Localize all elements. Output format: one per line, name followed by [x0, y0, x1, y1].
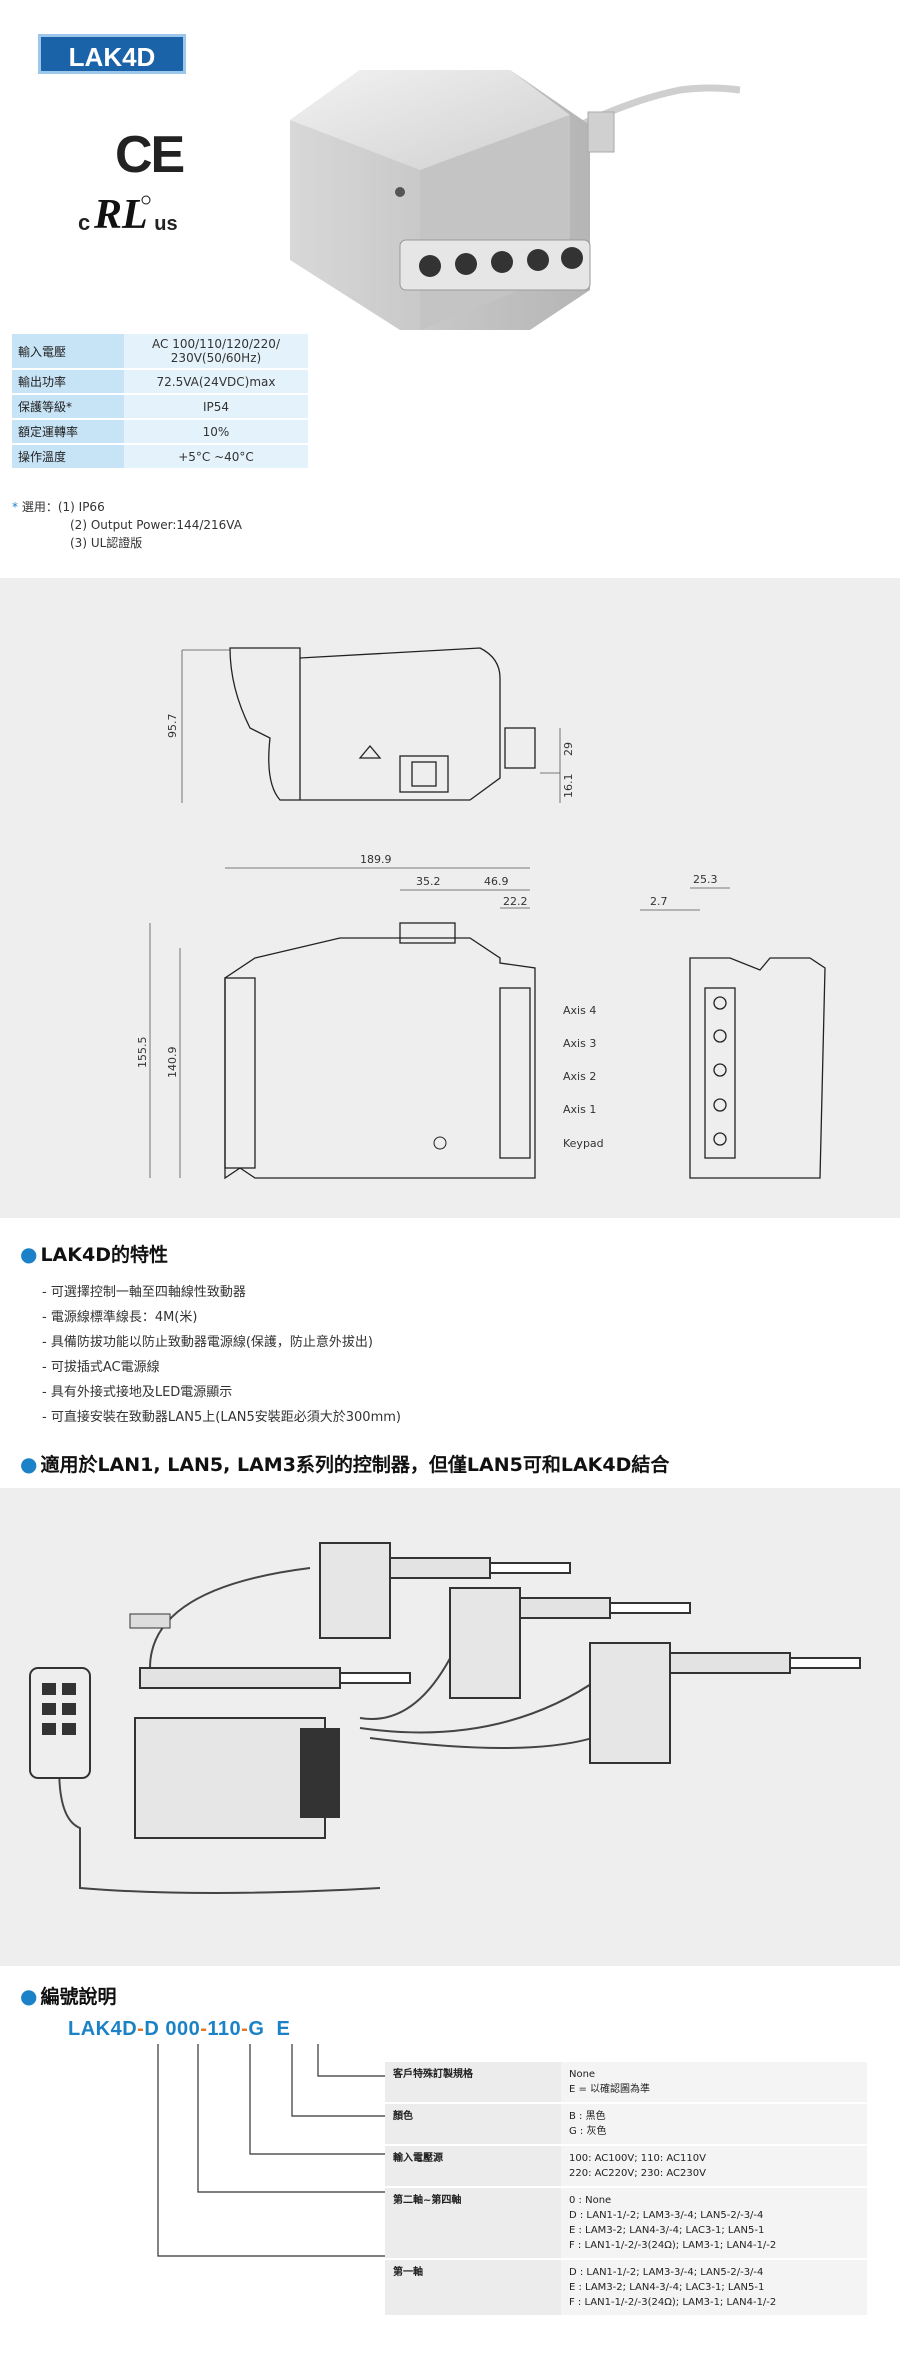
port-label: Axis 1	[563, 1103, 596, 1116]
option-item: (3) UL認證版	[70, 536, 143, 550]
ul-c-label: c	[78, 210, 91, 235]
spec-label: 操作溫度	[12, 444, 124, 470]
port-label: Axis 3	[563, 1037, 596, 1050]
ordering-value: B : 黑色 G : 灰色	[561, 2103, 867, 2146]
port-label: Axis 4	[563, 1004, 596, 1017]
ul-us-label: us	[154, 213, 178, 235]
features-list: - 可選擇控制一軸至四軸線性致動器 - 電源線標準線長：4M(米) - 具備防拔…	[42, 1280, 401, 1430]
ul-logo-icon: RL	[93, 192, 151, 238]
spec-value: 10%	[124, 419, 308, 445]
ordering-label: 輸入電壓源	[385, 2145, 561, 2188]
dimension-drawing-panel: 95.7 29 16.1 189.9 35.2 46.9 22.2 155.5 …	[0, 578, 900, 1218]
spec-label: 輸入電壓	[12, 334, 124, 370]
ul-mark-icon: c RL us	[78, 192, 178, 238]
dim-label: 35.2	[416, 875, 441, 888]
port-label: Keypad	[563, 1137, 604, 1150]
spec-label: 額定運轉率	[12, 419, 124, 445]
ordering-label: 顏色	[385, 2103, 561, 2146]
ordering-value: None E = 以確認圖為準	[561, 2062, 867, 2104]
dim-label: 25.3	[693, 873, 718, 886]
feature-item: - 電源線標準線長：4M(米)	[42, 1310, 198, 1325]
code-dash: -	[200, 2018, 208, 2040]
ordering-value: D : LAN1-1/-2; LAM3-3/-4; LAN5-2/-3/-4 E…	[561, 2259, 867, 2317]
features-title: ●LAK4D的特性	[20, 1242, 168, 1266]
dim-label: 95.7	[166, 714, 179, 739]
option-star: *	[12, 500, 18, 514]
dim-label: 22.2	[503, 895, 528, 908]
code-part: G	[248, 2018, 265, 2040]
spec-value: IP54	[124, 394, 308, 420]
code-part: LAK4D	[68, 2018, 138, 2040]
order-code-leader-lines	[157, 2044, 385, 2257]
compat-title: ●適用於LAN1, LAN5, LAM3系列的控制器，但僅LAN5可和LAK4D…	[20, 1452, 670, 1476]
dim-label: 155.5	[136, 1037, 149, 1069]
dim-label: 29	[562, 742, 575, 756]
option-item: (1) IP66	[57, 500, 105, 514]
code-dash: -	[137, 2018, 145, 2040]
code-part: E	[264, 2018, 291, 2040]
dim-label: 46.9	[484, 875, 509, 888]
feature-item: - 具有外接式接地及LED電源顯示	[42, 1385, 233, 1400]
dim-label: 189.9	[360, 853, 392, 866]
ordering-value: 0 : None D : LAN1-1/-2; LAM3-3/-4; LAN5-…	[561, 2187, 867, 2260]
order-code: LAK4D-D 000-110-G E	[68, 2018, 290, 2041]
code-part: 110	[207, 2018, 242, 2040]
feature-item: - 可直接安裝在致動器LAN5上(LAN5安裝距必須大於300mm)	[42, 1410, 401, 1425]
dimension-drawing: 95.7 29 16.1 189.9 35.2 46.9 22.2 155.5 …	[136, 647, 826, 1180]
ordering-title: ●編號說明	[20, 1984, 117, 2008]
code-dash: -	[241, 2018, 249, 2040]
port-label: Axis 2	[563, 1070, 596, 1083]
option-item: (2) Output Power:144/216VA	[70, 518, 242, 532]
system-illustration-panel	[0, 1488, 900, 1966]
ordering-value: 100: AC100V; 110: AC110V 220: AC220V; 23…	[561, 2145, 867, 2188]
system-illustration	[29, 1542, 861, 1894]
svg-text:RL: RL	[93, 192, 148, 236]
spec-label: 保護等級*	[12, 394, 124, 420]
ce-mark-icon: CE	[115, 126, 185, 184]
spec-value: +5°C ~40°C	[124, 444, 308, 470]
feature-item: - 可拔插式AC電源線	[42, 1360, 160, 1375]
ordering-label: 第二軸~第四軸	[385, 2187, 561, 2260]
spec-value: AC 100/110/120/220/ 230V(50/60Hz)	[124, 334, 308, 370]
dim-label: 2.7	[650, 895, 668, 908]
spec-value: 72.5VA(24VDC)max	[124, 369, 308, 395]
spec-row: 保護等級*IP54	[12, 394, 308, 420]
options-title: 選用：	[21, 500, 58, 514]
model-badge: LAK4D	[38, 34, 186, 74]
dim-label: 140.9	[166, 1047, 179, 1079]
code-part: D	[144, 2018, 160, 2040]
spec-row: 操作溫度+5°C ~40°C	[12, 444, 308, 470]
spec-label: 輸出功率	[12, 369, 124, 395]
ordering-label: 第一軸	[385, 2259, 561, 2317]
code-part: 000	[159, 2018, 201, 2040]
ordering-title-text: 編號說明	[40, 1986, 117, 2008]
feature-item: - 具備防拔功能以防止致動器電源線(保護，防止意外拔出)	[42, 1335, 373, 1350]
options-note: * 選用：(1) IP66 (2) Output Power:144/216VA…	[12, 498, 242, 552]
dim-label: 16.1	[562, 774, 575, 799]
ordering-label: 客戶特殊訂製規格	[385, 2062, 561, 2104]
features-title-text: LAK4D的特性	[40, 1244, 168, 1266]
compat-title-text: 適用於LAN1, LAN5, LAM3系列的控制器，但僅LAN5可和LAK4D結…	[40, 1454, 670, 1476]
feature-item: - 可選擇控制一軸至四軸線性致動器	[42, 1285, 246, 1300]
product-photo	[290, 70, 741, 330]
